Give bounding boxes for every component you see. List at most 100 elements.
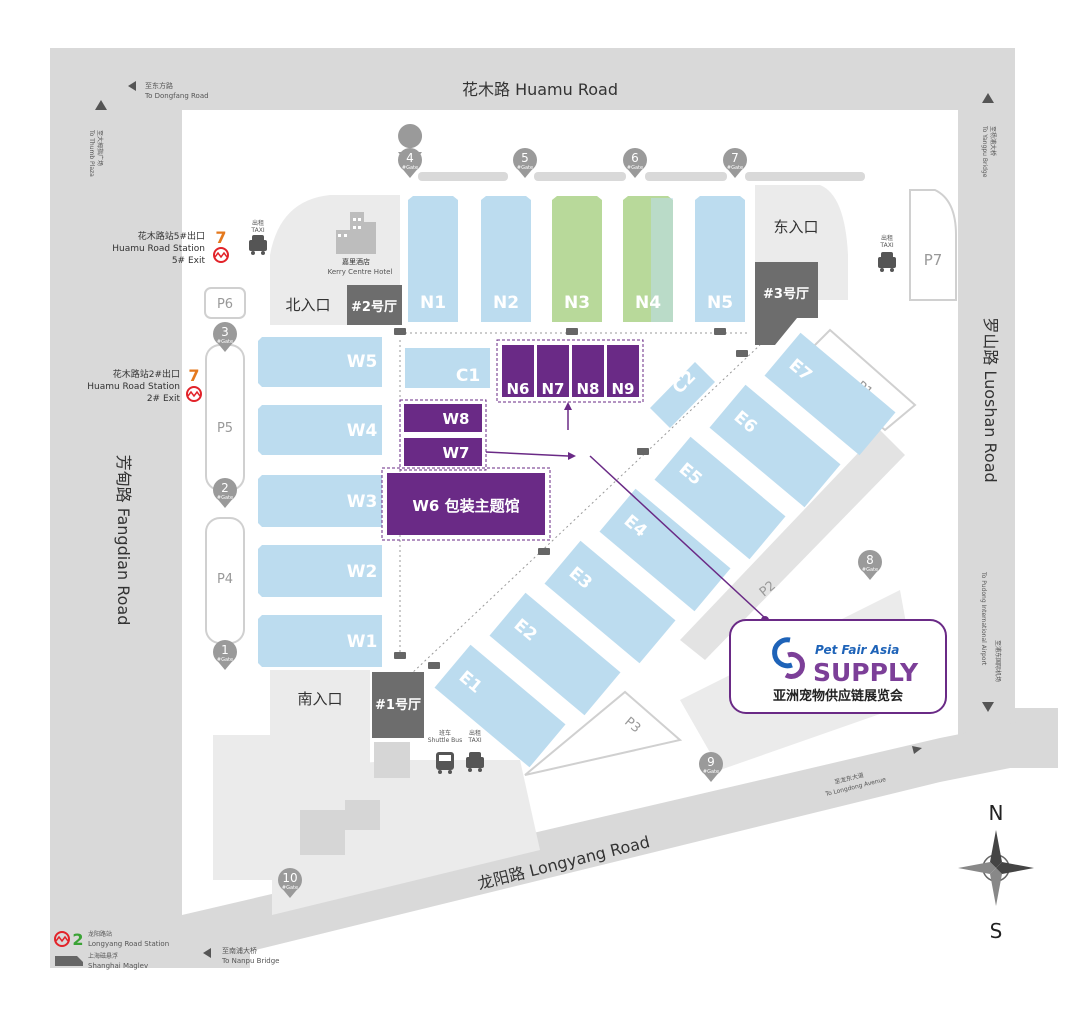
svg-text:N6: N6 [507, 380, 530, 398]
direction-nanpu: 至南浦大桥 To Nanpu Bridge [203, 946, 279, 965]
svg-text:8: 8 [866, 553, 874, 567]
svg-text:#Gate: #Gate [862, 567, 878, 573]
svg-text:W8: W8 [443, 410, 470, 428]
entrance-hall2[interactable]: #2号厅 [347, 285, 402, 325]
gate-6[interactable]: 6 #Gate [623, 148, 647, 178]
parking-p7: P7 [909, 189, 957, 301]
gate-1[interactable]: 1 #Gate [213, 640, 237, 670]
road-label-east: 罗山路 Luoshan Road [981, 317, 1000, 482]
svg-text:亚洲宠物供应链展览会: 亚洲宠物供应链展览会 [773, 688, 904, 704]
svg-text:To Nanpu Bridge: To Nanpu Bridge [221, 957, 279, 965]
svg-text:To Thumb Plaza: To Thumb Plaza [88, 129, 95, 177]
hall-c2[interactable]: C2 [650, 362, 715, 428]
road-network [50, 48, 1058, 968]
gate-9[interactable]: 9 #Gate [699, 752, 723, 782]
pfa-logo-icon [772, 637, 805, 679]
hall-w2[interactable]: W2 [258, 545, 382, 597]
hall-n3[interactable]: N3 [552, 196, 602, 322]
svg-text:出租: 出租 [252, 219, 264, 227]
hall-w1[interactable]: W1 [258, 615, 382, 667]
w7-w8-outline [399, 399, 487, 471]
svg-text:#Gate: #Gate [727, 165, 743, 171]
hall-n1[interactable]: N1 [408, 196, 458, 322]
direction-thumb-plaza: 至大拇指广场 To Thumb Plaza [88, 100, 107, 177]
road-label-north: 花木路 Huamu Road [462, 80, 618, 99]
svg-text:至浦东国际机场: 至浦东国际机场 [994, 640, 1002, 682]
hall-e7[interactable]: E7 [764, 332, 896, 456]
taxi-west: 出租 TAXI [249, 219, 267, 255]
n6-n9-outline [496, 339, 644, 403]
svg-text:N7: N7 [542, 380, 565, 398]
route-lines [485, 408, 766, 619]
hall-w4[interactable]: W4 [258, 405, 382, 455]
svg-text:P6: P6 [217, 297, 233, 312]
svg-text:To Dongfang Road: To Dongfang Road [144, 92, 209, 100]
hall-n2[interactable]: N2 [481, 196, 531, 322]
svg-text:Shuttle Bus: Shuttle Bus [428, 737, 462, 744]
gate-2[interactable]: 2 #Gate [213, 478, 237, 508]
svg-text:2: 2 [221, 481, 229, 495]
gate-8[interactable]: 8 #Gate [858, 550, 882, 580]
gate-3[interactable]: 3 #Gate [213, 322, 237, 352]
svg-text:#2号厅: #2号厅 [351, 300, 397, 315]
hall-c1[interactable]: C1 [405, 348, 490, 388]
svg-text:SUPPLY: SUPPLY [813, 658, 919, 687]
svg-text:To Yangpu Bridge: To Yangpu Bridge [981, 125, 988, 178]
hall-n9[interactable]: N9 [607, 345, 639, 398]
gate-10[interactable]: 10 #Gate [278, 868, 302, 898]
hall-w3[interactable]: W3 [258, 475, 382, 527]
svg-text:W7: W7 [443, 444, 470, 462]
svg-text:W3: W3 [347, 492, 378, 512]
arrow-left-icon [128, 81, 136, 91]
direction-dongfang: 至东方路 To Dongfang Road [128, 81, 209, 100]
hall-w8[interactable]: W8 [404, 404, 482, 432]
hall-w7[interactable]: W7 [404, 438, 482, 466]
gate-7[interactable]: 7 #Gate [723, 148, 747, 178]
svg-text:至东方路: 至东方路 [145, 81, 173, 90]
pet-fair-asia-logo[interactable]: Pet Fair Asia SUPPLY 亚洲宠物供应链展览会 [729, 619, 947, 714]
svg-text:N4: N4 [635, 293, 661, 313]
metro-exit-5: 花木路站5#出口 Huamu Road Station 5# Exit 7 [112, 228, 229, 266]
metro-icon [54, 931, 70, 947]
parking-p5: P5 [205, 344, 245, 491]
svg-text:TAXI: TAXI [879, 242, 893, 249]
hall-w6[interactable]: W6 包装主题馆 [387, 473, 545, 535]
metro-exit-2: 花木路站2#出口 Huamu Road Station 2# Exit 7 [87, 366, 202, 404]
hall-e6[interactable]: E6 [709, 384, 841, 508]
svg-text:班车: 班车 [439, 729, 451, 737]
taxi-east: 出租 TAXI [878, 234, 896, 272]
svg-text:#Gate: #Gate [627, 165, 643, 171]
hall-n7[interactable]: N7 [537, 345, 569, 398]
gate-4[interactable]: 4 #Gate [398, 124, 423, 178]
hall-w5[interactable]: W5 [258, 337, 382, 387]
svg-text:P7: P7 [924, 251, 943, 269]
svg-text:N9: N9 [612, 380, 635, 398]
hall-n4[interactable]: N4 [623, 196, 673, 322]
svg-text:6: 6 [631, 151, 639, 165]
svg-text:N5: N5 [707, 293, 733, 313]
hall-e3[interactable]: E3 [544, 540, 676, 664]
direction-yangpu: 至杨浦大桥 To Yangpu Bridge [981, 93, 997, 178]
hotel: 嘉里酒店 Kerry Centre Hotel [328, 212, 392, 276]
hall-e1[interactable]: E1 [434, 644, 566, 768]
hotel-building-icon [336, 212, 376, 254]
compass-rose: N S [958, 801, 1034, 943]
hall-e5[interactable]: E5 [654, 436, 786, 560]
svg-text:#Gate: #Gate [217, 339, 233, 345]
svg-text:7: 7 [731, 151, 739, 165]
gate-5[interactable]: 5 #Gate [513, 148, 537, 178]
shuttle-stop-icons [394, 328, 748, 669]
shuttle-bus-south: 班车 Shuttle Bus [428, 729, 462, 774]
hall-e4[interactable]: E4 [599, 488, 731, 612]
line7-badge: 7 [188, 366, 199, 385]
entrance-hall3[interactable]: #3号厅 [755, 262, 818, 345]
hall-e2[interactable]: E2 [489, 592, 621, 716]
svg-text:Huamu Road Station: Huamu Road Station [87, 382, 180, 392]
entrance-hall1[interactable]: #1号厅 [372, 672, 424, 738]
svg-text:2# Exit: 2# Exit [147, 394, 181, 404]
hall-n5[interactable]: N5 [695, 196, 745, 322]
hall-n6[interactable]: N6 [502, 345, 534, 398]
hall-n8[interactable]: N8 [572, 345, 604, 398]
direction-airport: 至浦东国际机场 To Pudong International Airport [980, 571, 1002, 712]
metro-longyang: 2 龙阳路站 Longyang Road Station [54, 930, 169, 949]
